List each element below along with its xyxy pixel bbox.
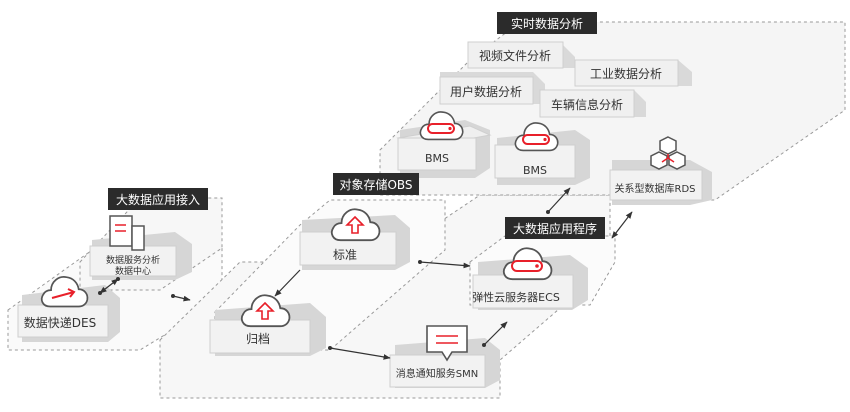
standard-archive-link [274,269,301,297]
standard-block[interactable]: 标准 [299,208,410,270]
connectors [99,187,633,360]
bigdata-access-title-banner: 大数据应用接入 [108,188,208,210]
standard-label: 标准 [333,248,357,262]
cloud-server-icon [419,111,464,141]
des-block[interactable]: 数据快递DES [17,276,120,342]
des-datacenter-link [99,278,119,294]
des-label: 数据快递DES [24,315,96,330]
hexagon-cluster-icon [650,136,686,170]
cloud-upload-icon [330,208,381,242]
realtime-title: 实时数据分析 [511,16,583,31]
ecs-block[interactable]: 弹性云服务器ECS [472,247,588,310]
obs-ecs-link [419,261,471,269]
archive-smn-link [329,347,391,360]
bms-block-2[interactable]: BMS [494,122,590,185]
vehicle-analysis-block[interactable]: 车辆信息分析 [539,89,646,118]
cloud-server-icon [502,247,553,281]
smn-label: 消息通知服务SMN [396,367,478,380]
connector-dots [98,210,550,350]
realtime-title-banner: 实时数据分析 [497,12,597,34]
industry-analysis-label: 工业数据分析 [590,66,662,81]
video-analysis-block[interactable]: 视频文件分析 [467,41,575,69]
bms1-label: BMS [425,152,449,165]
datacenter-label-1: 数据服务分析 [106,254,160,266]
ecs-label: 弹性云服务器ECS [472,290,560,304]
industry-analysis-block[interactable]: 工业数据分析 [574,59,692,87]
smn-ecs-link [483,321,508,346]
datacenter-block[interactable]: 数据服务分析 数据中心 [89,215,192,280]
access-to-main-link [172,295,191,302]
rds-block[interactable]: 关系型数据库RDS [609,136,712,205]
bms2-label: BMS [523,164,547,177]
bigdata-access-title: 大数据应用接入 [116,192,200,207]
cloud-server-icon [514,122,559,152]
cloud-upload-icon [240,294,291,328]
obs-title: 对象存储OBS [339,177,412,192]
ecs-bms-link [547,187,571,213]
chat-icon [426,325,468,362]
document-icon [109,215,145,251]
archive-block[interactable]: 归档 [209,294,326,356]
user-analysis-block[interactable]: 用户数据分析 [439,72,545,105]
archive-label: 归档 [246,332,270,346]
bms-block-1[interactable]: BMS [396,111,492,178]
cloud-upload-icon [40,276,89,308]
user-analysis-label: 用户数据分析 [450,84,522,99]
datacenter-label-2: 数据中心 [115,265,151,277]
vehicle-analysis-label: 车辆信息分析 [551,97,623,112]
smn-block[interactable]: 消息通知服务SMN [389,325,500,388]
ecs-rds-link [611,211,633,239]
obs-title-banner: 对象存储OBS [333,173,419,195]
bigdata-app-title-banner: 大数据应用程序 [505,217,605,239]
video-analysis-label: 视频文件分析 [479,48,551,63]
rds-label: 关系型数据库RDS [615,182,696,195]
bigdata-app-title: 大数据应用程序 [513,221,597,236]
